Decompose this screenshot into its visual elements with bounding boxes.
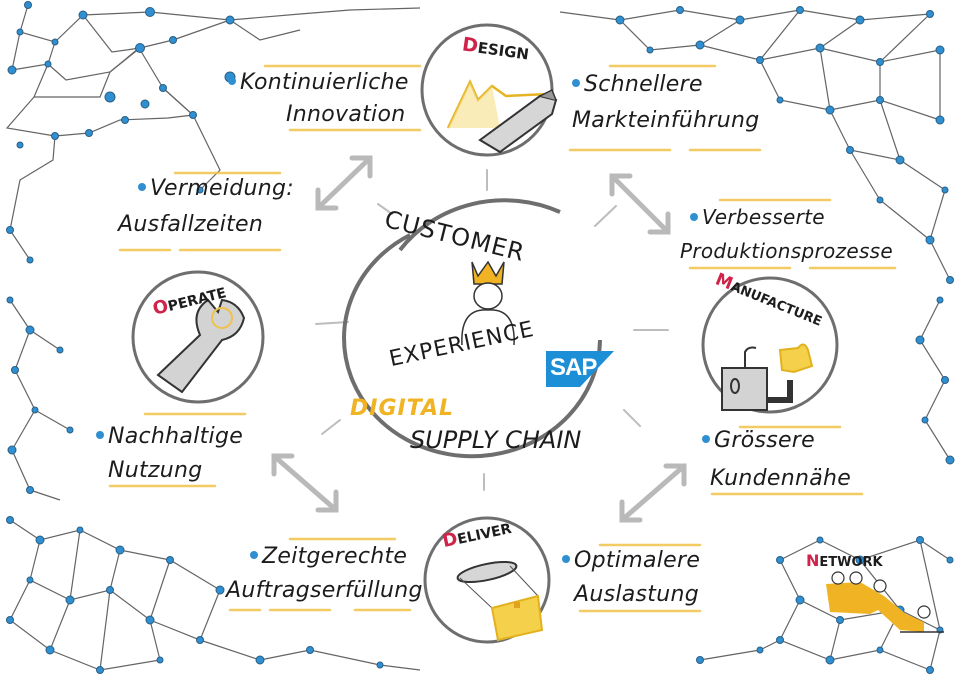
benefit-innovation: Kontinuierliche Innovation	[228, 70, 409, 128]
benefit-customer-proximity: Grössere Kundennähe	[702, 428, 851, 492]
bullet-icon	[96, 431, 104, 439]
highlight-underlines	[108, 64, 897, 613]
sap-logo-shape	[546, 351, 614, 387]
bullet-icon	[690, 212, 698, 221]
network-mesh-nodes	[6, 1, 955, 674]
deliver-drone-icon	[456, 560, 544, 642]
benefit-time-to-market: Schnellere Markteinführung	[572, 72, 760, 133]
operate-wrench-icon	[156, 298, 246, 394]
stage-title-network: NETWORK	[806, 551, 883, 570]
benefit-utilization: Optimalere Auslastung	[562, 548, 700, 608]
benefit-sustainable: Nachhaltige Nutzung	[96, 424, 243, 484]
bullet-icon	[572, 79, 580, 87]
flow-arrows	[271, 155, 687, 523]
network-people-icon	[826, 571, 944, 633]
bullet-icon	[228, 77, 236, 85]
center-spokes	[315, 169, 669, 491]
center-circle	[342, 233, 602, 459]
customer-figure-icon	[461, 260, 515, 346]
subtitle-supply-chain: SUPPLY CHAIN	[410, 426, 582, 454]
bullet-icon	[562, 555, 570, 563]
sap-logo: SAP	[546, 351, 614, 387]
benefit-fulfillment: Zeitgerechte Auftragserfüllung	[226, 544, 423, 603]
network-mesh-lines	[5, 4, 951, 671]
benefit-production: Verbesserte Produktionsprozesse	[680, 205, 894, 263]
bullet-icon	[250, 551, 258, 559]
bullet-icon	[138, 183, 146, 191]
bullet-icon	[702, 435, 710, 443]
manufacture-robot-icon	[721, 343, 814, 411]
subtitle-digital: DIGITAL	[350, 396, 455, 421]
benefit-downtime: Vermeidung: Ausfallzeiten	[118, 176, 294, 237]
sap-logo-text: SAP	[550, 354, 597, 381]
design-pen-icon	[446, 79, 558, 154]
